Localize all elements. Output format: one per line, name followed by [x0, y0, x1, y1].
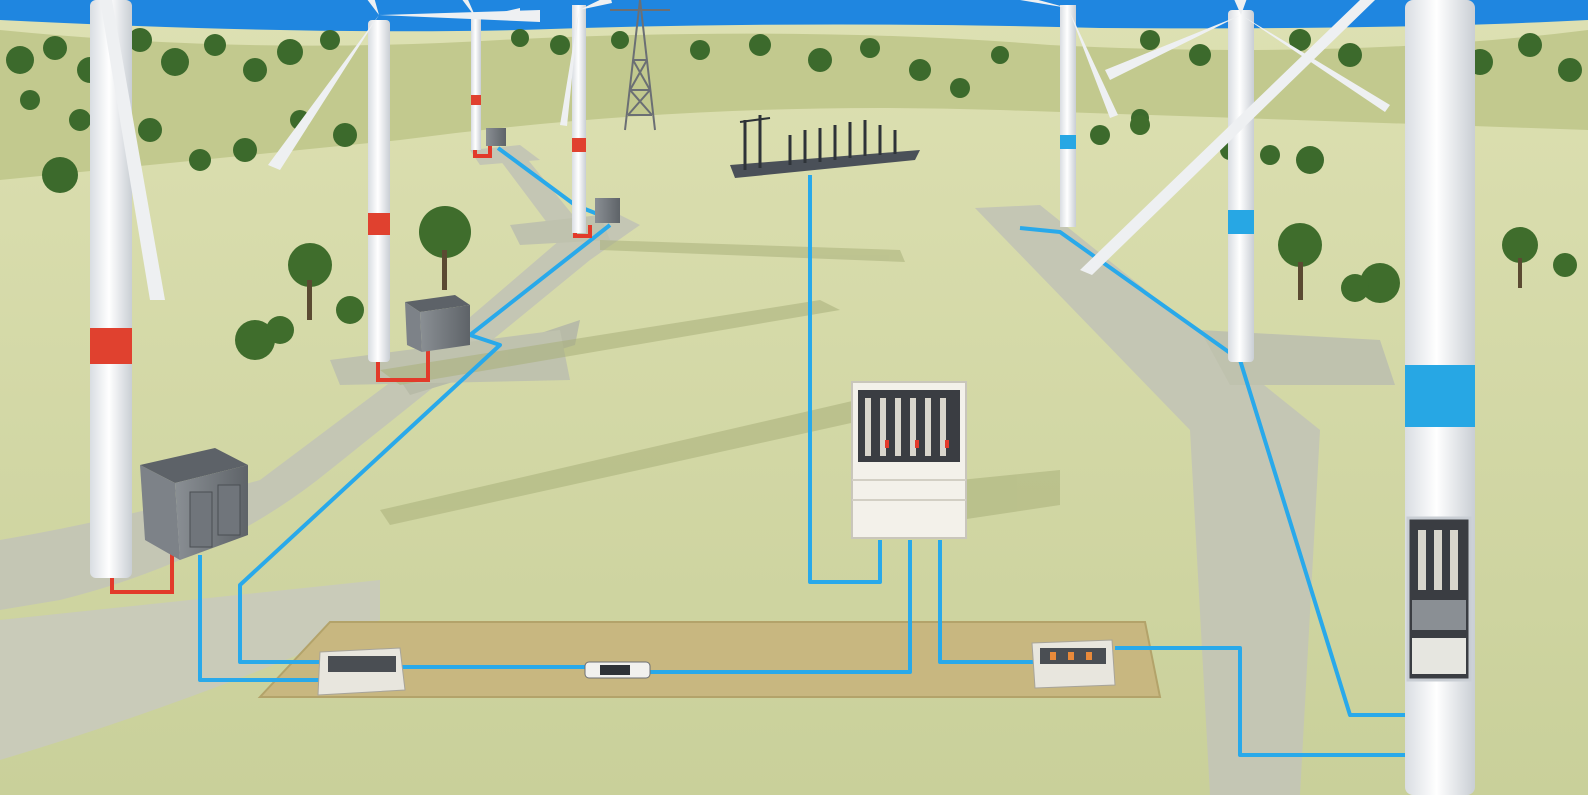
cable-trench: [257, 621, 1162, 698]
substation: [730, 115, 920, 178]
junction-box-right: [1031, 639, 1116, 689]
transmission-tower: [610, 0, 670, 131]
cable-splice: [584, 661, 651, 679]
turbine-back-right: [1020, 0, 1118, 227]
turbine-front-left: [90, 0, 165, 578]
foreground-trees: [235, 115, 1577, 360]
turbine-mid-left: [268, 0, 540, 362]
grounding-loops: [110, 140, 592, 594]
turbine-back-center: [560, 0, 612, 233]
switchgear-cabinet: [851, 381, 967, 539]
junction-box-left: [317, 647, 406, 696]
pad-transformer-mid: [405, 295, 470, 352]
turbine-mid-right: [1105, 0, 1390, 362]
ground: [0, 20, 1588, 795]
pad-transformer-back: [486, 128, 620, 223]
pad-transformer-front: [140, 448, 248, 560]
shadows: [380, 240, 1060, 525]
turbine-front-right: [1080, 0, 1475, 795]
far-hills: [0, 30, 1588, 180]
